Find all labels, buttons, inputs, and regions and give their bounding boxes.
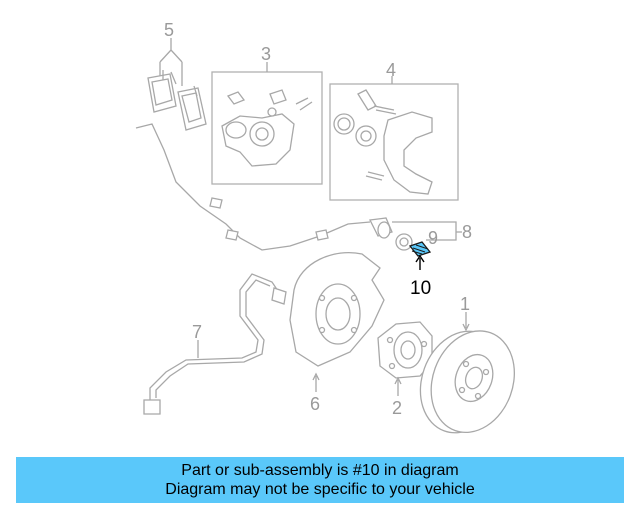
carrier-assembly-box [329, 83, 459, 201]
caliper-part[interactable] [221, 89, 313, 167]
carrier-part[interactable] [333, 89, 433, 195]
callout-5: 5 [164, 20, 174, 40]
callout-4: 4 [386, 60, 396, 80]
banner-line-1: Part or sub-assembly is #10 in diagram [181, 462, 459, 479]
info-banner: Part or sub-assembly is #10 in diagram D… [16, 457, 624, 503]
callout-3: 3 [261, 44, 271, 64]
brake-pads-part[interactable] [147, 70, 207, 131]
brake-hose-part[interactable] [143, 273, 287, 415]
brake-rotor-part[interactable] [407, 319, 529, 444]
callout-8: 8 [462, 222, 472, 242]
callout-10: 10 [410, 278, 431, 299]
banner-line-2: Diagram may not be specific to your vehi… [165, 481, 475, 498]
highlighted-part-10[interactable] [408, 241, 432, 257]
callout-1: 1 [460, 294, 470, 314]
wheel-hub-part[interactable] [377, 321, 433, 379]
callout-6: 6 [310, 394, 320, 414]
callout-2: 2 [392, 398, 402, 418]
parts-diagram: 5 3 4 8 9 [135, 20, 529, 444]
speed-sensor-part[interactable] [369, 217, 413, 251]
callout-9: 9 [428, 228, 438, 248]
dust-shield-part[interactable] [289, 252, 385, 367]
callout-7: 7 [192, 322, 202, 342]
